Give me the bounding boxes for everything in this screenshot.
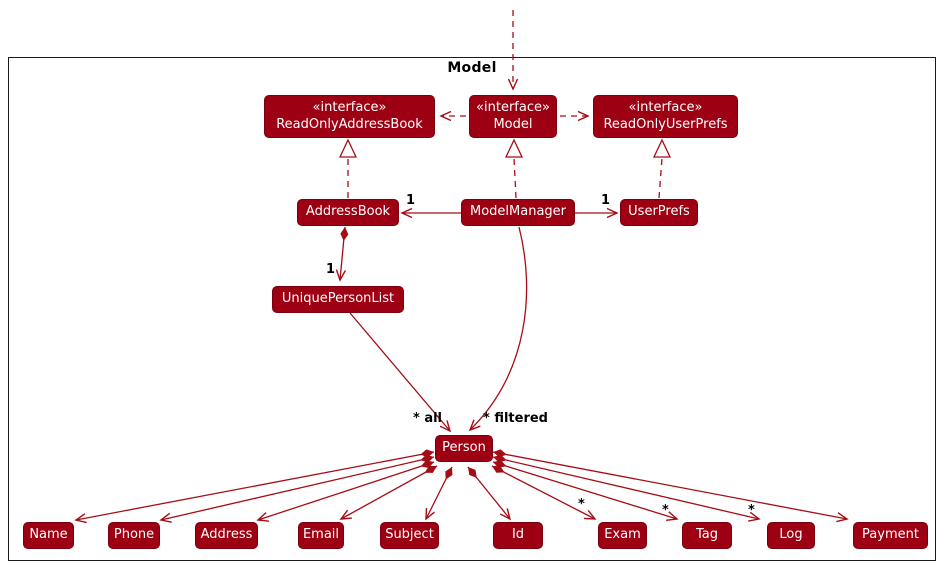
edge-person-phone [159,454,435,523]
edge-modelmanager-realizes [513,157,517,199]
class-stereotype: «interface» [628,100,703,116]
class-label: ReadOnlyUserPrefs [603,116,728,132]
class-stereotype: «interface» [476,100,550,116]
edge-person-payment [492,449,849,523]
class-label: Name [29,527,68,543]
edge-addressbook-uniquepersonlist [335,226,349,282]
class-person: Person [435,435,493,462]
class-uniquepersonlist: UniquePersonList [272,286,404,313]
class-label: UserPrefs [628,204,690,220]
class-address: Address [195,522,258,549]
class-label: ModelManager [469,204,566,220]
realization-triangle-readonlyuserprefs [652,138,672,158]
class-stereotype: «interface» [312,100,387,116]
role-label-filtered: * filtered [483,411,548,426]
class-label: Model [493,116,533,132]
multiplicity-label: 1 [601,193,611,208]
class-subject: Subject [380,522,439,549]
class-label: Id [511,527,525,543]
class-name: Name [23,522,74,549]
class-tag: Tag [682,522,732,549]
class-label: Address [200,527,253,543]
edge-person-log [492,454,761,522]
class-readonlyuserprefs: «interface» ReadOnlyUserPrefs [593,95,738,138]
class-label: AddressBook [305,204,391,220]
class-label: Person [442,440,486,456]
role-label-all: * all [413,411,443,426]
class-label: Subject [385,527,434,543]
class-label: Tag [695,527,718,543]
edge-modelmanager-person [468,226,528,432]
edge-userprefs-realizes [658,157,663,199]
multiplicity-label: * [578,497,585,512]
edge-person-subject [425,466,453,521]
class-id: Id [493,522,543,549]
edge-person-email [339,465,438,520]
model-frame [8,57,936,561]
multiplicity-label: 1 [326,262,336,277]
multiplicity-label: * [662,503,669,518]
class-exam: Exam [598,522,647,549]
class-email: Email [298,522,344,549]
class-readonlyaddressbook: «interface» ReadOnlyAddressBook [264,95,435,138]
class-modelmanager: ModelManager [461,199,575,226]
multiplicity-label: * [748,503,755,518]
class-log: Log [767,522,815,549]
realization-triangle-readonlyaddressbook [338,138,358,158]
class-userprefs: UserPrefs [620,199,698,226]
edge-person-name [74,449,435,524]
class-label: ReadOnlyAddressBook [276,116,423,132]
class-label: Email [302,527,340,543]
class-label: Phone [113,527,155,543]
class-label: UniquePersonList [281,291,395,307]
multiplicity-label: 1 [406,193,416,208]
class-label: Log [779,527,803,543]
class-label: Exam [604,527,641,543]
class-addressbook: AddressBook [297,199,399,226]
frame-title: Model [447,60,497,76]
class-payment: Payment [853,522,928,549]
class-model: «interface» Model [469,95,557,138]
edge-person-id [467,466,512,521]
class-phone: Phone [108,522,160,549]
edge-uniquepersonlist-person [349,312,452,433]
realization-triangle-model [504,138,524,158]
edge-person-tag [492,460,679,522]
class-label: Payment [862,527,919,543]
